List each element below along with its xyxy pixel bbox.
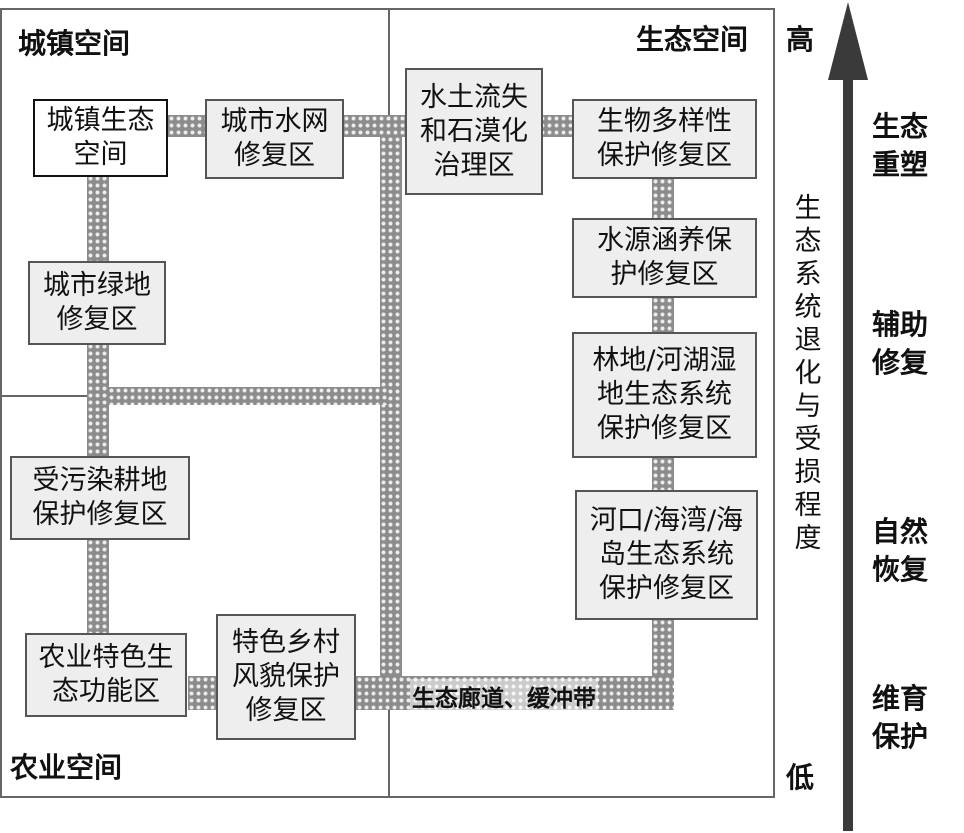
quadrant-label-ecological: 生态空间 [636, 23, 749, 56]
level-protection: 维育 保护 [871, 682, 928, 753]
box-polluted-farmland: 受污染耕地 保护修复区 [10, 456, 190, 540]
box-city-water: 城市水网 修复区 [205, 99, 344, 179]
box-village: 特色乡村 风貌保护 修复区 [216, 614, 356, 740]
level-assisted-restoration: 辅助 修复 [871, 308, 928, 379]
corridor-label: 生态廊道、缓冲带 [410, 679, 598, 713]
box-biodiversity: 生物多样性 保护修复区 [572, 99, 757, 179]
box-soil-erosion: 水土流失 和石漠化 治理区 [405, 68, 543, 195]
axis-title: 生 态 系 统 退 化 与 受 损 程 度 [794, 193, 822, 554]
box-agri-function: 农业特色生 态功能区 [25, 633, 187, 717]
level-natural-recovery: 自然 恢复 [871, 515, 928, 586]
box-water-source: 水源涵养保 护修复区 [572, 218, 757, 298]
quadrant-label-urban: 城镇空间 [18, 27, 131, 60]
corridor-center-vertical [380, 136, 402, 692]
diagram-frame [0, 8, 775, 798]
corridor-middle-horizontal [108, 387, 388, 405]
box-estuary: 河口/海湾/海 岛生态系统 保护修复区 [575, 490, 758, 620]
corridor-left-vertical [87, 175, 109, 635]
level-reshape: 生态 重塑 [871, 110, 928, 181]
axis-arrow [828, 2, 868, 831]
quadrant-label-agricultural: 农业空间 [10, 751, 123, 784]
axis-high-label: 高 [786, 23, 815, 56]
box-urban-eco-space: 城镇生态 空间 [33, 99, 168, 177]
axis-low-label: 低 [786, 761, 815, 794]
box-urban-green: 城市绿地 修复区 [28, 261, 166, 345]
box-forest-wetland: 林地/河湖湿 地生态系统 保护修复区 [572, 332, 757, 458]
